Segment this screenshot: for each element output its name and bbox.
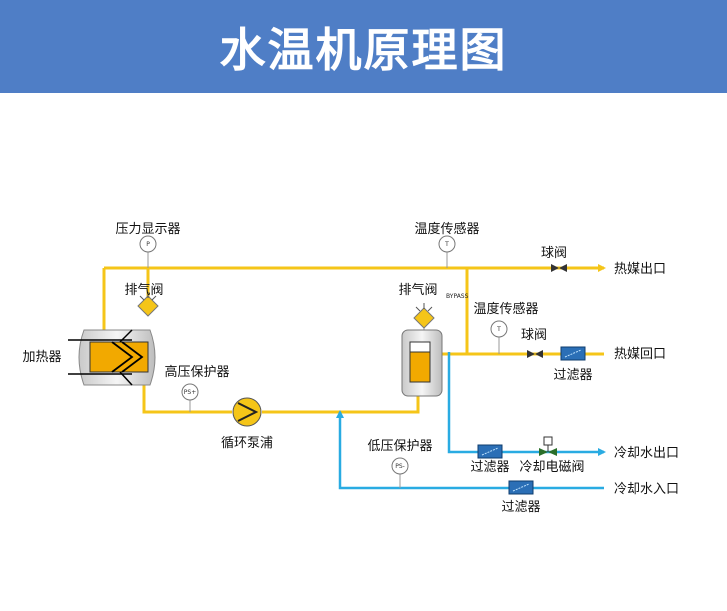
tank-level — [409, 351, 431, 383]
pipe-cool-out — [447, 352, 606, 456]
high-pressure-gauge: PS+ — [181, 383, 199, 401]
svg-text:T: T — [496, 326, 501, 333]
label-cooling-solenoid: 冷却电磁阀 — [519, 460, 584, 475]
label-bypass: BYPASS — [446, 293, 469, 300]
filter-cool-out — [477, 444, 503, 459]
label-high-pressure-protector: 高压保护器 — [164, 364, 229, 380]
label-ball-valve-top: 球阀 — [541, 246, 567, 261]
label-cooling-water-in: 冷却水入口 — [614, 482, 679, 497]
filter-cool-in — [508, 480, 534, 495]
label-filter-cool-out: 过滤器 — [470, 460, 509, 475]
label-heat-medium-out: 热媒出口 — [614, 262, 666, 277]
svg-text:PS+: PS+ — [184, 389, 196, 396]
label-temp-sensor-top: 温度传感器 — [414, 221, 479, 237]
temp-gauge-mid: T — [490, 320, 508, 338]
heater — [68, 329, 156, 386]
label-filter-cool-in: 过滤器 — [501, 500, 540, 515]
svg-text:P: P — [146, 241, 150, 248]
pressure-gauge: P — [139, 235, 157, 253]
label-cooling-water-out: 冷却水出口 — [614, 446, 679, 461]
label-heater: 加热器 — [22, 350, 61, 365]
cooling-solenoid-valve — [539, 436, 557, 456]
tank — [401, 329, 443, 397]
pipe-heater-to-pump — [142, 385, 232, 414]
label-ball-valve-mid: 球阀 — [521, 328, 547, 343]
label-circulation-pump: 循环泵浦 — [221, 436, 273, 451]
page-title: 水温机原理图 — [219, 23, 508, 77]
low-pressure-gauge: PS- — [391, 457, 409, 475]
label-vent-valve-right: 排气阀 — [398, 282, 437, 298]
label-temp-sensor-mid: 温度传感器 — [473, 301, 538, 317]
label-vent-valve-left: 排气阀 — [124, 282, 163, 298]
vent-valve-left — [137, 292, 159, 317]
label-pressure-display: 压力显示器 — [115, 222, 180, 237]
pipe-pump-to-tank — [262, 396, 420, 414]
ball-valve-mid — [527, 350, 543, 358]
circulation-pump — [232, 397, 262, 427]
temp-gauge-top: T — [438, 235, 456, 253]
vent-valve-right — [413, 303, 435, 329]
label-low-pressure-protector: 低压保护器 — [367, 439, 432, 454]
svg-text:PS-: PS- — [395, 463, 405, 470]
label-heat-medium-return: 热媒回口 — [614, 347, 666, 362]
filter-return — [560, 346, 586, 361]
svg-text:T: T — [444, 241, 449, 248]
label-filter-return: 过滤器 — [553, 368, 592, 383]
ball-valve-top — [551, 264, 567, 272]
title-banner: 水温机原理图 — [0, 0, 727, 93]
